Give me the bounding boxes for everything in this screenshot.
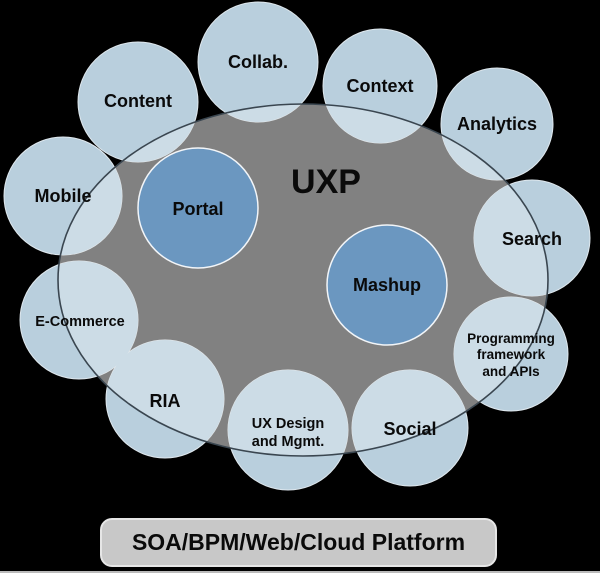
bottom-border (0, 571, 600, 573)
label-ux-design: UX Design (252, 416, 325, 432)
label-programming: framework (477, 347, 546, 362)
label-portal: Portal (172, 199, 223, 219)
label-mashup: Mashup (353, 275, 421, 295)
label-ecommerce: E-Commerce (35, 314, 124, 330)
label-programming: and APIs (482, 364, 539, 379)
uxp-title: UXP (291, 163, 361, 201)
label-ria: RIA (150, 391, 181, 411)
label-programming: Programming (467, 331, 555, 346)
platform-bar: SOA/BPM/Web/Cloud Platform (100, 518, 497, 567)
uxp-ellipse-outline (57, 103, 549, 457)
label-social: Social (383, 419, 436, 439)
label-collab: Collab. (228, 52, 288, 72)
label-mobile: Mobile (35, 186, 92, 206)
label-analytics: Analytics (457, 114, 537, 134)
circle-ecommerce-inner-part (58, 261, 138, 379)
circle-mashup (326, 224, 448, 346)
label-search: Search (502, 229, 562, 249)
label-ux-design: and Mgmt. (252, 434, 325, 450)
circle-portal (137, 147, 259, 269)
label-context: Context (347, 76, 414, 96)
label-content: Content (104, 91, 172, 111)
circle-search-inner-part (474, 180, 548, 296)
circle-social-inner-part (352, 370, 468, 456)
circle-ux-design-inner-part (228, 370, 348, 456)
platform-label: SOA/BPM/Web/Cloud Platform (131, 529, 466, 555)
